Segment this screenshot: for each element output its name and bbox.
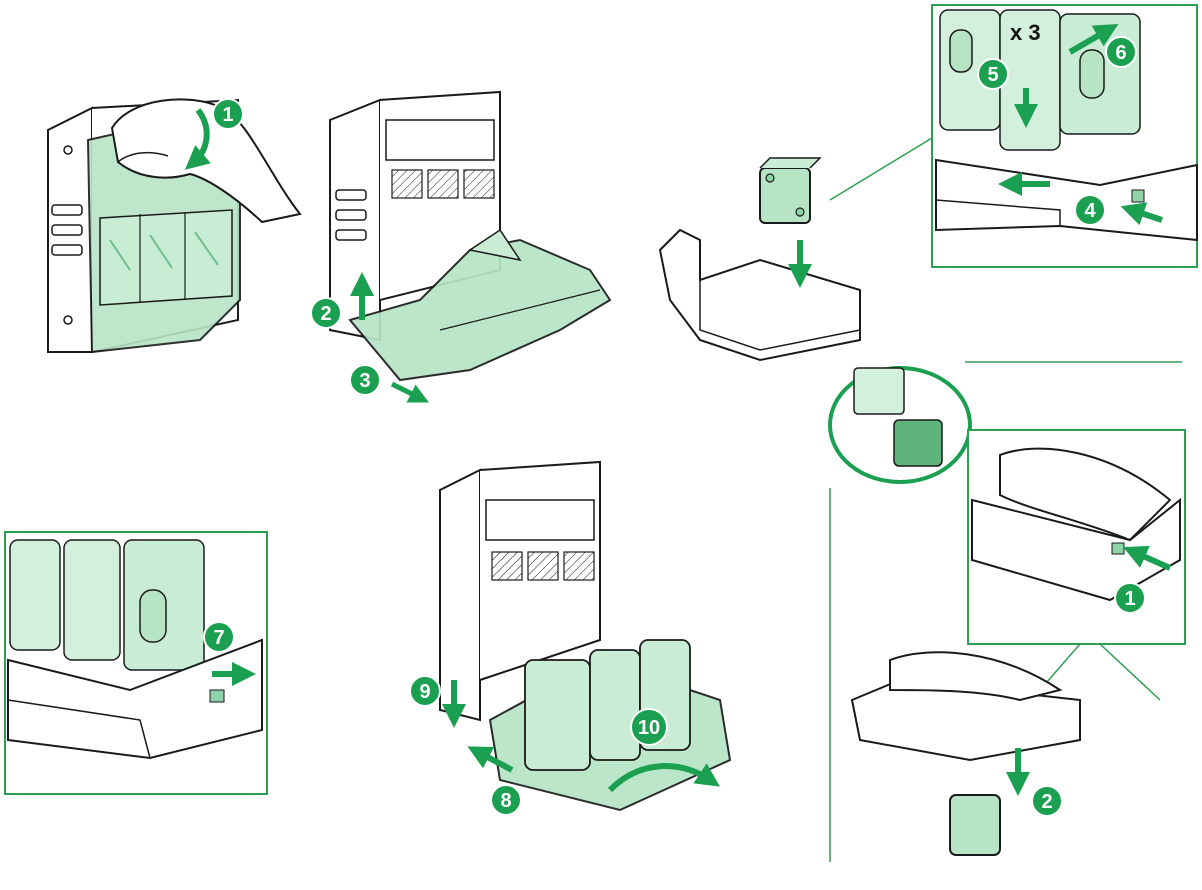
rotate-cube-icon xyxy=(828,366,972,484)
panel-step-1: 1 xyxy=(47,98,302,354)
panel-steps-8-9-10: 8 9 10 xyxy=(409,460,732,816)
svg-text:5: 5 xyxy=(987,64,998,86)
panel-zoom-step-7: 7 xyxy=(4,531,268,795)
svg-text:3: 3 xyxy=(359,370,370,392)
step-badge-4: 4 xyxy=(1074,194,1106,226)
svg-text:8: 8 xyxy=(500,790,511,812)
panel-contact-insert xyxy=(658,137,933,362)
step-badge-8: 8 xyxy=(490,784,522,816)
step-badge-6: 6 xyxy=(1105,36,1137,68)
panel-removal: 1 2 xyxy=(828,361,1186,862)
step-badge-3: 3 xyxy=(349,364,381,396)
svg-text:1: 1 xyxy=(1124,588,1135,610)
step-badge-9: 9 xyxy=(409,675,441,707)
side-step-badge-2: 2 xyxy=(1031,785,1063,817)
panel-step-2-3: 2 3 xyxy=(310,90,612,403)
step-badge-5: 5 xyxy=(977,58,1009,90)
panel-zoom-steps-4-5-6: x 3 4 5 6 xyxy=(931,4,1198,268)
svg-text:6: 6 xyxy=(1115,42,1126,64)
multiplier-label: x 3 xyxy=(1010,20,1041,45)
svg-text:2: 2 xyxy=(320,303,331,325)
step-badge-10: 10 xyxy=(630,708,668,746)
svg-text:2: 2 xyxy=(1041,791,1052,813)
step-badge-2: 2 xyxy=(310,297,342,329)
side-step-badge-1: 1 xyxy=(1114,582,1146,614)
svg-text:9: 9 xyxy=(419,681,430,703)
step-badge-1: 1 xyxy=(212,98,244,130)
svg-text:4: 4 xyxy=(1084,200,1096,222)
svg-text:7: 7 xyxy=(213,627,224,649)
svg-text:10: 10 xyxy=(638,717,660,739)
step-badge-7: 7 xyxy=(203,621,235,653)
svg-text:1: 1 xyxy=(222,104,233,126)
